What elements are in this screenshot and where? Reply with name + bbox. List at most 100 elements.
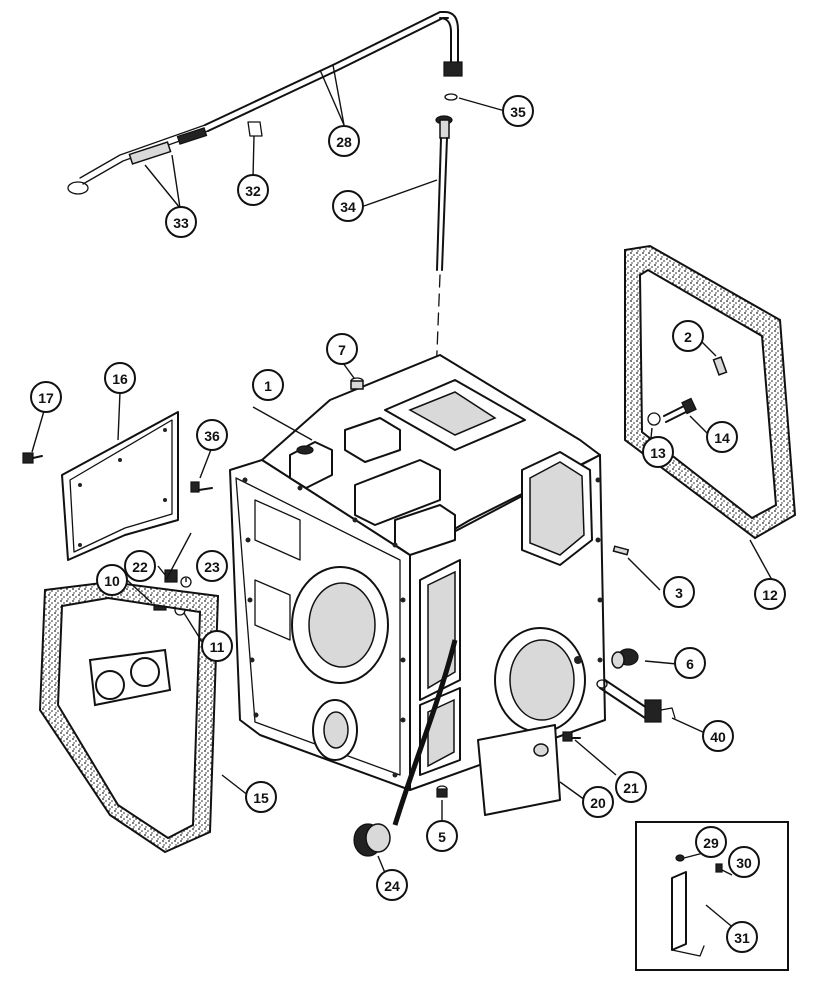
callout-10: 10 bbox=[96, 564, 128, 596]
callout-circle bbox=[754, 578, 786, 610]
callout-circle bbox=[674, 647, 706, 679]
callout-17: 17 bbox=[30, 381, 62, 413]
callout-label: 3 bbox=[675, 585, 683, 601]
callout-circle bbox=[332, 190, 364, 222]
bearing bbox=[353, 823, 391, 857]
callout-11: 11 bbox=[201, 630, 233, 662]
bracket bbox=[671, 854, 723, 957]
callout-15: 15 bbox=[245, 781, 277, 813]
callout-21: 21 bbox=[615, 771, 647, 803]
callout-31: 31 bbox=[726, 921, 758, 953]
callout-33: 33 bbox=[165, 206, 197, 238]
callout-label: 33 bbox=[173, 215, 189, 231]
callout-circle bbox=[672, 320, 704, 352]
callout-circle bbox=[702, 720, 734, 752]
callout-circle bbox=[728, 846, 760, 878]
callout-32: 32 bbox=[237, 174, 269, 206]
callout-1: 1 bbox=[252, 369, 284, 401]
callout-circle bbox=[245, 781, 277, 813]
callout-30: 30 bbox=[728, 846, 760, 878]
callout-2: 2 bbox=[672, 320, 704, 352]
callout-circle bbox=[615, 771, 647, 803]
callout-circle bbox=[196, 550, 228, 582]
callout-circle bbox=[237, 174, 269, 206]
bolt-washer bbox=[647, 397, 697, 426]
callout-circle bbox=[104, 362, 136, 394]
callout-label: 1 bbox=[264, 378, 272, 394]
callout-label: 29 bbox=[703, 835, 719, 851]
left-gasket bbox=[38, 580, 220, 854]
callout-circle bbox=[196, 419, 228, 451]
callout-circle bbox=[30, 381, 62, 413]
callout-label: 24 bbox=[384, 878, 400, 894]
pin bbox=[712, 356, 728, 376]
callout-5: 5 bbox=[426, 820, 458, 852]
callout-3: 3 bbox=[663, 576, 695, 608]
filter bbox=[611, 648, 639, 669]
callout-label: 30 bbox=[736, 855, 752, 871]
callout-label: 16 bbox=[112, 371, 128, 387]
o-ring bbox=[444, 93, 458, 101]
callout-label: 21 bbox=[623, 780, 639, 796]
callout-34: 34 bbox=[332, 190, 364, 222]
callout-label: 28 bbox=[336, 134, 352, 150]
callout-label: 15 bbox=[253, 790, 269, 806]
plug bbox=[350, 377, 364, 390]
drain-plug bbox=[436, 785, 448, 798]
callout-label: 13 bbox=[650, 445, 666, 461]
callout-label: 22 bbox=[132, 559, 148, 575]
callout-35: 35 bbox=[502, 95, 534, 127]
cover-bolt bbox=[22, 452, 43, 464]
callout-circle bbox=[252, 369, 284, 401]
callout-circle bbox=[663, 576, 695, 608]
callout-label: 35 bbox=[510, 104, 526, 120]
callout-36: 36 bbox=[196, 419, 228, 451]
callout-29: 29 bbox=[695, 826, 727, 858]
callout-7: 7 bbox=[326, 333, 358, 365]
callout-circle bbox=[642, 436, 674, 468]
callout-label: 34 bbox=[340, 199, 356, 215]
callout-label: 11 bbox=[210, 639, 225, 655]
callout-circle bbox=[726, 921, 758, 953]
callout-40: 40 bbox=[702, 720, 734, 752]
callout-circle bbox=[96, 564, 128, 596]
callout-label: 17 bbox=[38, 390, 54, 406]
callout-circle bbox=[502, 95, 534, 127]
heater-element bbox=[596, 679, 676, 723]
breather-tube bbox=[67, 11, 463, 195]
callout-label: 36 bbox=[204, 428, 220, 444]
callout-circle bbox=[582, 786, 614, 818]
callout-label: 31 bbox=[734, 930, 750, 946]
callout-label: 40 bbox=[710, 729, 726, 745]
callout-28: 28 bbox=[328, 125, 360, 157]
side-cover bbox=[61, 411, 179, 561]
callout-circle bbox=[376, 869, 408, 901]
callout-circle bbox=[124, 550, 156, 582]
callout-20: 20 bbox=[582, 786, 614, 818]
callout-24: 24 bbox=[376, 869, 408, 901]
callout-circle bbox=[201, 630, 233, 662]
callout-23: 23 bbox=[196, 550, 228, 582]
callout-16: 16 bbox=[104, 362, 136, 394]
callout-circle bbox=[695, 826, 727, 858]
callout-circle bbox=[326, 333, 358, 365]
gasket-port-holes bbox=[88, 648, 172, 707]
callout-6: 6 bbox=[674, 647, 706, 679]
oil-tube bbox=[392, 639, 458, 826]
cover-plate bbox=[477, 724, 561, 816]
callout-circle bbox=[328, 125, 360, 157]
dowel-pin bbox=[612, 545, 630, 556]
callout-label: 2 bbox=[684, 329, 692, 345]
callout-12: 12 bbox=[754, 578, 786, 610]
callout-22: 22 bbox=[124, 550, 156, 582]
callout-label: 6 bbox=[686, 656, 694, 672]
callout-14: 14 bbox=[706, 421, 738, 453]
callout-label: 10 bbox=[104, 573, 120, 589]
callout-13: 13 bbox=[642, 436, 674, 468]
callout-circle bbox=[165, 206, 197, 238]
callout-circle bbox=[426, 820, 458, 852]
callout-circle bbox=[706, 421, 738, 453]
